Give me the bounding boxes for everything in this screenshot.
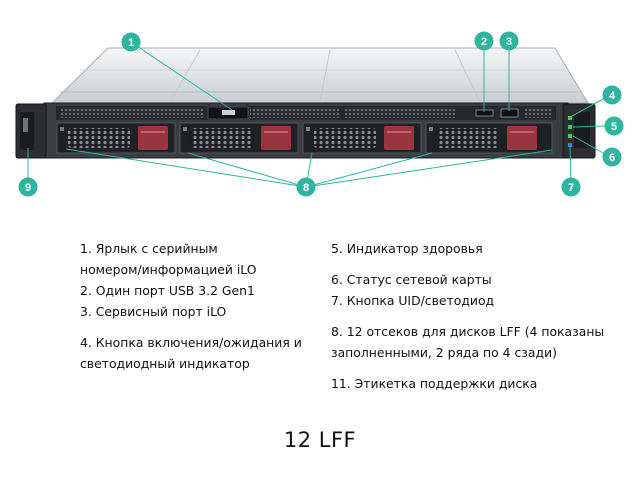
callout-number: 2 xyxy=(481,36,487,48)
vent-grille xyxy=(250,108,340,118)
callout-marker-8: 8 xyxy=(296,177,316,197)
drive-grille xyxy=(68,128,130,148)
lid-seam xyxy=(319,49,331,103)
legend-item: 2. Один порт USB 3.2 Gen1 xyxy=(80,283,255,298)
serial-label-slot xyxy=(222,110,235,115)
vent-grille xyxy=(525,108,553,118)
legend-item: заполненными, 2 ряда по 4 сзади) xyxy=(331,345,557,360)
callout-number: 4 xyxy=(609,90,616,102)
right-ear-panel xyxy=(574,112,590,148)
callout-marker-6: 6 xyxy=(602,147,622,167)
callout-marker-5: 5 xyxy=(604,116,624,136)
legend-right: 5. Индикатор здоровья 6. Статус сетевой … xyxy=(331,238,631,394)
drive-bay[interactable] xyxy=(425,122,553,154)
drive-bay[interactable] xyxy=(179,122,299,154)
drive-grille xyxy=(314,128,376,148)
callout-number: 6 xyxy=(609,152,615,164)
callout-marker-2: 2 xyxy=(474,31,494,51)
drive-latch[interactable] xyxy=(507,126,537,150)
chassis-lid xyxy=(50,47,589,104)
callout-number: 9 xyxy=(25,182,31,194)
uid-button-icon[interactable] xyxy=(568,143,572,147)
callout-number: 1 xyxy=(128,37,134,49)
legend-item: 4. Кнопка включения/ожидания и xyxy=(80,335,302,350)
drive-latch[interactable] xyxy=(261,126,291,150)
health-led-icon xyxy=(568,125,572,129)
drive-support-label xyxy=(23,118,28,132)
nic-status-led-icon xyxy=(568,134,572,138)
callout-number: 3 xyxy=(506,36,512,48)
caption: 12 LFF xyxy=(283,428,357,452)
callout-marker-9: 9 xyxy=(18,177,38,197)
lid-seam xyxy=(454,49,481,103)
leader-lines xyxy=(27,41,606,188)
legend-item: 8. 12 отсеков для дисков LFF (4 показаны xyxy=(331,324,605,339)
legend-item: 5. Индикатор здоровья xyxy=(331,241,483,256)
legend-item: номером/информацией iLO xyxy=(80,262,257,277)
lid-seam xyxy=(169,49,201,103)
legend-item: светодиодный индикатор xyxy=(80,356,250,371)
callout-marker-4: 4 xyxy=(602,85,622,105)
server-front-diagram: 1 2 3 4 5 6 7 8 9 xyxy=(15,31,624,197)
drive-bay[interactable] xyxy=(302,122,422,154)
drive-bay[interactable] xyxy=(56,122,176,154)
legend-left: 1. Ярлык с серийным номером/информацией … xyxy=(80,238,320,374)
drive-grille xyxy=(191,128,253,148)
power-button-icon[interactable] xyxy=(568,116,572,120)
callout-marker-1: 1 xyxy=(121,32,141,52)
vent-grille xyxy=(60,108,205,118)
callout-marker-3: 3 xyxy=(499,31,519,51)
callout-number: 8 xyxy=(303,182,309,194)
legend-item: 11. Этикетка поддержки диска xyxy=(331,376,538,391)
vent-grille xyxy=(345,108,455,118)
legend-item: 3. Сервисный порт iLO xyxy=(80,304,227,319)
legend-item: 6. Статус сетевой карты xyxy=(331,272,492,287)
legend-item: 1. Ярлык с серийным xyxy=(80,241,218,256)
callout-marker-7: 7 xyxy=(561,177,581,197)
drive-grille xyxy=(437,128,499,148)
legend-item: 7. Кнопка UID/светодиод xyxy=(331,293,495,308)
drive-latch[interactable] xyxy=(138,126,168,150)
callout-number: 7 xyxy=(568,182,574,194)
callout-number: 5 xyxy=(611,121,617,133)
drive-latch[interactable] xyxy=(384,126,414,150)
